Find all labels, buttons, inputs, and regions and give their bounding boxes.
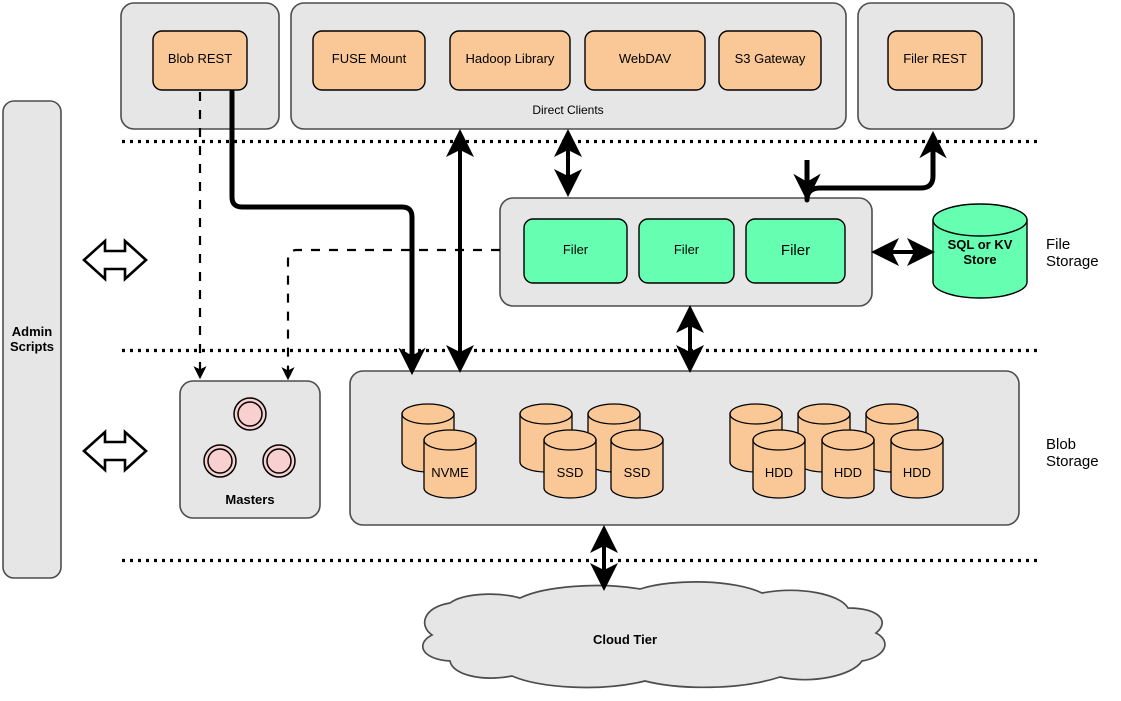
label-blob-rest: Blob REST <box>167 51 233 66</box>
label-hdd-1: HDD <box>764 465 794 480</box>
admin-arrow-file-storage <box>82 238 148 282</box>
disk-hdd-front-2[interactable] <box>821 429 875 499</box>
label-sql-or-kv-store: SQL or KV Store <box>947 237 1013 267</box>
node-webdav[interactable] <box>584 30 706 91</box>
master-nodes <box>203 397 296 478</box>
admin-scripts-panel <box>2 100 62 579</box>
client-nodes <box>152 30 983 91</box>
master-node-2-inner <box>207 448 233 474</box>
filer-nodes <box>523 218 846 284</box>
master-node-3-inner <box>266 448 292 474</box>
connector-blobrest-to-volumes <box>229 89 426 376</box>
masters-group <box>179 380 321 519</box>
sql-or-kv-store-cylinder[interactable] <box>932 203 1028 299</box>
label-direct-clients-caption: Direct Clients <box>532 103 604 117</box>
label-filer-3: Filer <box>780 242 811 259</box>
label-hdd-2: HDD <box>833 465 863 480</box>
label-nvme: NVME <box>431 465 469 480</box>
node-blob-rest[interactable] <box>152 30 248 91</box>
label-blob-storage: Blob Storage <box>1046 436 1099 471</box>
disk-hdd-front-1[interactable] <box>752 429 806 499</box>
label-cloud-tier: Cloud Tier <box>592 632 658 647</box>
label-hdd-3: HDD <box>902 465 932 480</box>
label-admin-scripts: Admin Scripts <box>9 324 55 354</box>
disk-ssd-front-1[interactable] <box>543 429 597 499</box>
label-file-storage: File Storage <box>1046 236 1099 271</box>
label-s3-gateway: S3 Gateway <box>734 51 806 66</box>
label-ssd-1: SSD <box>556 465 584 480</box>
node-fuse-mount[interactable] <box>312 30 426 91</box>
cloud-tier-shape[interactable] <box>422 581 886 689</box>
label-filer-2: Filer <box>673 242 700 257</box>
label-hadoop-library: Hadoop Library <box>465 51 555 66</box>
node-filer-2[interactable] <box>638 218 735 284</box>
master-node-1-inner <box>237 401 263 427</box>
disk-ssd-front-2[interactable] <box>610 429 664 499</box>
disk-cylinders <box>401 403 944 499</box>
node-s3-gateway[interactable] <box>718 30 822 91</box>
node-filer-rest[interactable] <box>887 30 983 91</box>
label-webdav: WebDAV <box>618 51 672 66</box>
disk-nvme-front[interactable] <box>423 429 477 499</box>
label-fuse-mount: FUSE Mount <box>331 51 407 66</box>
label-filer-rest: Filer REST <box>903 51 967 66</box>
disk-hdd-front-3[interactable] <box>890 429 944 499</box>
connector-filerrest-to-filers <box>804 137 936 203</box>
admin-block-arrows <box>82 238 148 473</box>
label-masters: Masters <box>225 492 275 507</box>
admin-arrow-blob-storage <box>82 429 148 473</box>
label-ssd-2: SSD <box>623 465 651 480</box>
connectors <box>193 89 947 591</box>
node-hadoop-library[interactable] <box>449 30 571 91</box>
connector-filer-to-masters <box>281 248 500 381</box>
node-filer-3[interactable] <box>745 218 846 284</box>
label-filer-1: Filer <box>562 242 589 257</box>
node-filer-1[interactable] <box>523 218 628 284</box>
